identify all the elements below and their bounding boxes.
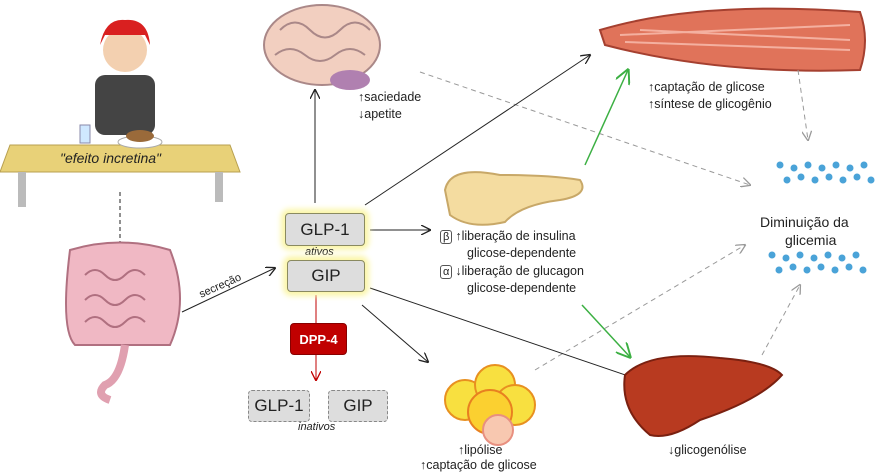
glucose-dots: [768, 161, 875, 274]
glucose-dot: [782, 254, 790, 262]
dpp4-box: DPP-4: [290, 323, 347, 355]
glucose-dot: [810, 254, 818, 262]
muscle-effect-glycogen: ↑síntese de glicogênio: [648, 97, 772, 111]
glucose-dot: [860, 161, 868, 169]
glucose-dot: [776, 161, 784, 169]
person-eating-illustration: [0, 19, 241, 207]
pancreas-illustration: [443, 171, 584, 226]
muscle-illustration: [598, 7, 866, 72]
dashed-arrow-liver-to-glycemia: [761, 285, 800, 356]
green-arrow-pancreas-to-liver: [581, 304, 630, 357]
glucose-dot: [853, 173, 861, 181]
active-label: ativos: [305, 246, 334, 258]
liver-illustration: [623, 355, 784, 437]
alpha-cell-badge: α: [440, 265, 453, 279]
arrow-to-liver: [369, 287, 640, 380]
outcome-line1: Diminuição da: [760, 214, 849, 230]
glucose-dot: [789, 263, 797, 271]
brain-illustration: [263, 4, 381, 90]
glucose-dot: [790, 164, 798, 172]
glucose-dot: [797, 173, 805, 181]
brain-effect-appetite: ↓apetite: [358, 107, 402, 121]
arrow-to-muscle: [364, 55, 590, 206]
muscle-effect-uptake: ↑captação de glicose: [648, 80, 765, 94]
glucose-dot: [804, 161, 812, 169]
pancreas-beta-effect-line2: glicose-dependente: [467, 246, 577, 260]
pancreas-beta-effect: β↑liberação de insulina: [440, 229, 576, 244]
glucose-dot: [825, 173, 833, 181]
efeito-incretina-label: "efeito incretina": [60, 150, 161, 166]
glucose-dot: [796, 251, 804, 259]
pancreas-alpha-effect: α↓liberação de glucagon: [440, 264, 584, 279]
glucose-dot: [818, 164, 826, 172]
liver-effect-glycogenolysis: ↓glicogenólise: [668, 443, 747, 457]
insulin-release-text: ↑liberação de insulina: [455, 229, 576, 243]
glucose-dot: [832, 161, 840, 169]
fat-effect-lipolysis: ↑lipólise: [458, 443, 503, 457]
glucose-dot: [852, 251, 860, 259]
dashed-arrow-brain-to-glycemia: [419, 71, 750, 185]
glucose-dot: [775, 266, 783, 274]
glucose-dot: [783, 176, 791, 184]
glucose-dot: [859, 266, 867, 274]
inactive-label: inativos: [298, 421, 336, 433]
glp1-inactive-box: GLP-1: [248, 390, 310, 422]
glucagon-release-text: ↓liberação de glucagon: [455, 264, 584, 278]
intestine-illustration: [65, 241, 181, 404]
dashed-arrow-muscle-to-glycemia: [797, 69, 808, 140]
glucose-dot: [817, 263, 825, 271]
glucose-dot: [846, 164, 854, 172]
outcome-line2: glicemia: [785, 232, 837, 248]
glucose-dot: [811, 176, 819, 184]
glucose-dot: [845, 263, 853, 271]
fat-effect-uptake: ↑captação de glicose: [420, 458, 537, 472]
adipose-tissue-illustration: [444, 364, 536, 446]
brain-effect-satiety: ↑saciedade: [358, 90, 422, 104]
gip-active-box: GIP: [287, 260, 365, 292]
glucose-dot: [824, 251, 832, 259]
glucose-dot: [838, 254, 846, 262]
glucose-dot: [803, 266, 811, 274]
beta-cell-badge: β: [440, 230, 453, 244]
gip-inactive-box: GIP: [328, 390, 388, 422]
dashed-arrow-fat-to-glycemia: [534, 245, 745, 371]
secretion-arrow: [181, 268, 275, 313]
arrow-to-fat: [361, 304, 428, 362]
glp1-active-box: GLP-1: [285, 213, 365, 246]
green-arrow-pancreas-to-muscle: [584, 70, 628, 166]
glucose-dot: [867, 176, 875, 184]
glucose-dot: [831, 266, 839, 274]
pancreas-alpha-effect-line2: glicose-dependente: [467, 281, 577, 295]
glucose-dot: [839, 176, 847, 184]
glucose-dot: [768, 251, 776, 259]
